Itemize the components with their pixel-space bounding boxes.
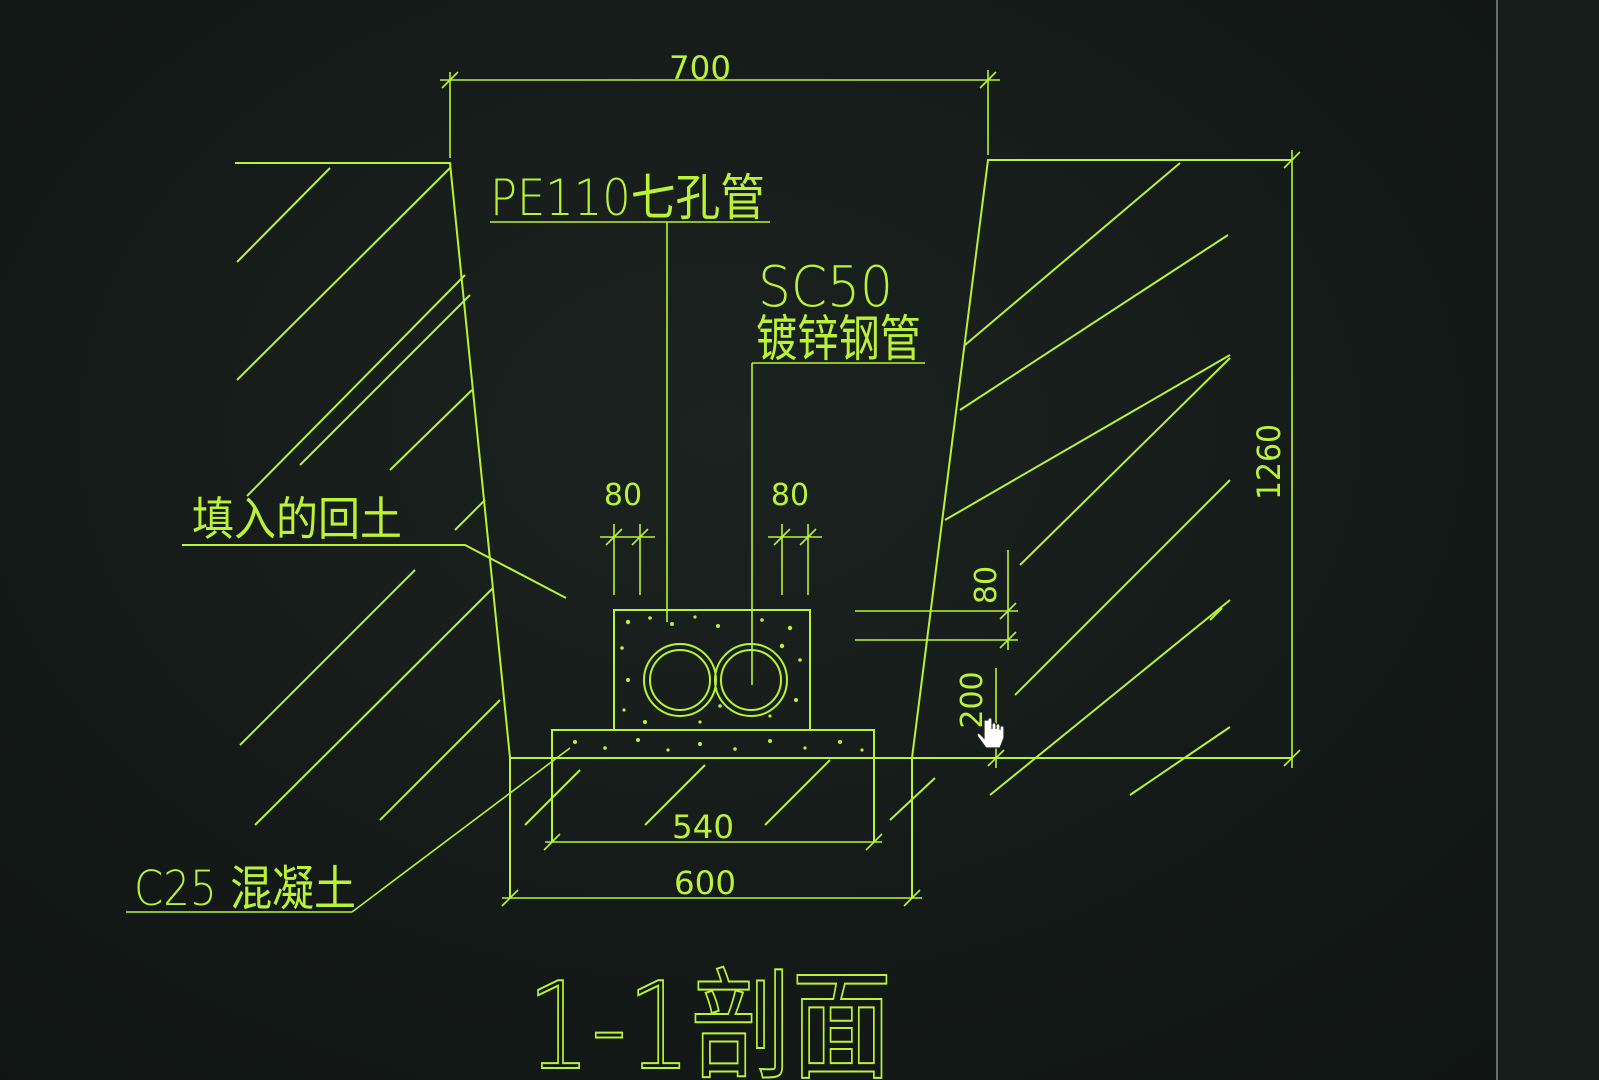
soil-hatch-left: [236, 167, 501, 826]
dimension-bottom-600: [501, 889, 922, 907]
concrete-encasement: [509, 609, 913, 898]
dimension-gap-80-left: [600, 524, 655, 595]
hand-cursor-icon: [976, 717, 1005, 749]
dim-80-right-label: 80: [771, 478, 809, 513]
dimension-base-200: [987, 668, 1005, 768]
dimension-top-700: [440, 70, 1000, 158]
dim-80-cover-label: 80: [969, 566, 1004, 604]
dimension-bottom-540: [543, 833, 883, 851]
leader-lines: [126, 221, 925, 913]
sc-pipe-label-line1: SC50: [758, 255, 893, 320]
sc50-pipe[interactable]: [714, 643, 788, 717]
dim-700-label: 700: [669, 49, 731, 87]
side-panel: [1496, 0, 1599, 1080]
backfill-label: 填入的回土: [192, 492, 402, 546]
dim-80-left-label: 80: [604, 478, 642, 513]
dim-200-label: 200: [955, 671, 990, 728]
pe110-pipe[interactable]: [643, 643, 717, 717]
concrete-label: C25 混凝土: [134, 861, 356, 917]
dim-540-label: 540: [672, 808, 734, 846]
dim-600-label: 600: [674, 864, 736, 902]
dimension-height-1260: [1283, 150, 1301, 768]
dimension-gap-80-right: [768, 524, 822, 595]
dim-1260-label: 1260: [1250, 424, 1288, 500]
trench-outline: [182, 159, 1292, 759]
aggregate-dots: [573, 615, 864, 752]
section-title: 1-1剖面: [527, 958, 892, 1080]
dimension-cover-80: [855, 550, 1018, 650]
pe-pipe-label: PE110七孔管: [490, 169, 765, 227]
sc-pipe-label-line2: 镀锌钢管: [756, 310, 921, 368]
